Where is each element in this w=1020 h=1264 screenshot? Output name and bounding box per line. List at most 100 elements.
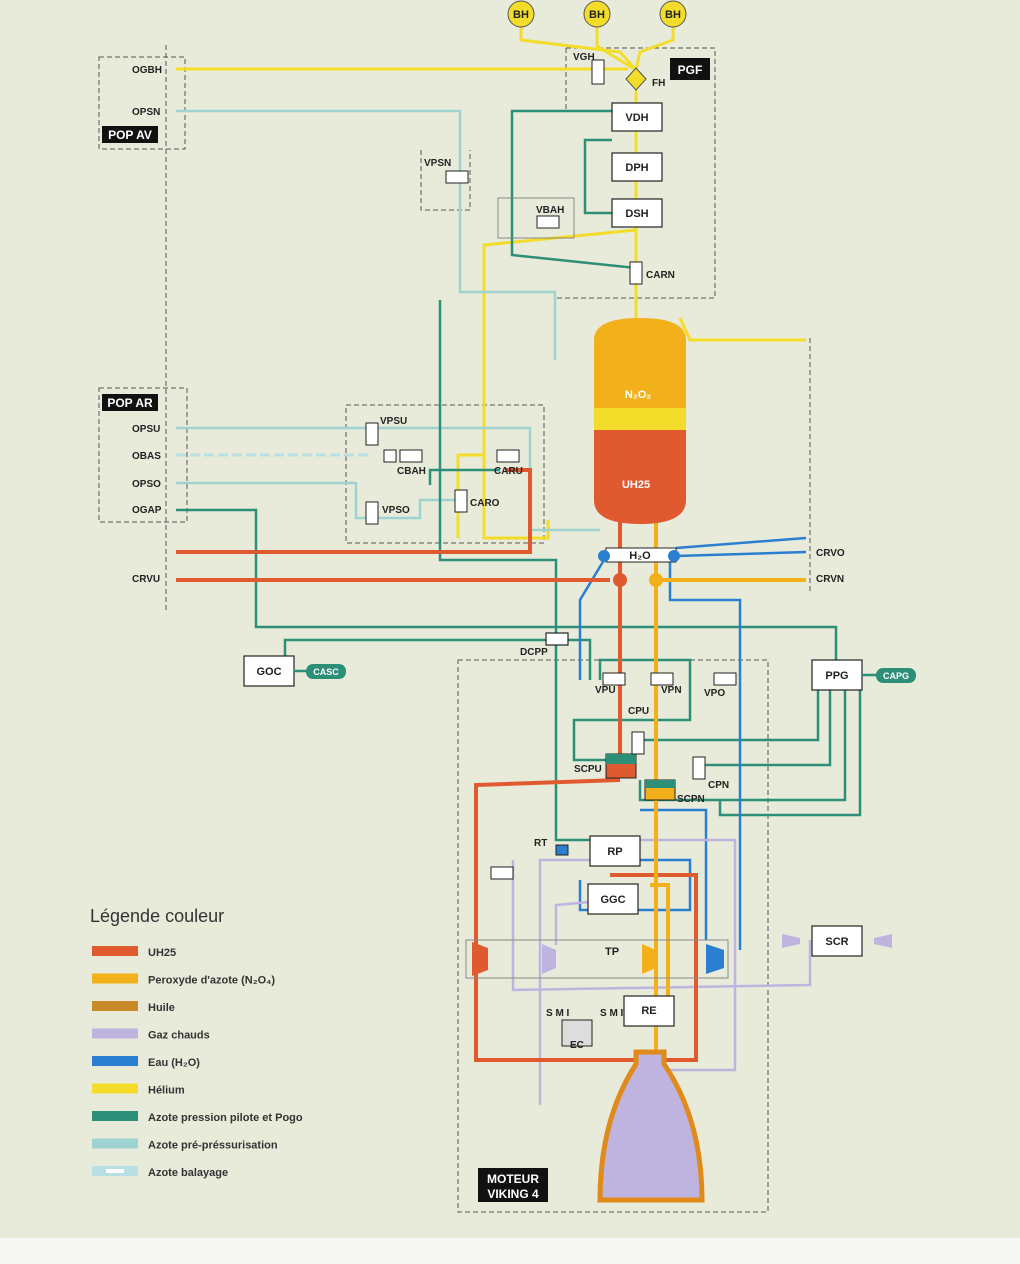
water-line-vpu (578, 559, 606, 680)
bottom-strip (0, 1238, 1020, 1264)
vdh-label: VDH (625, 112, 648, 124)
pgf-label: PGF (678, 63, 703, 77)
pilot-line-caru (428, 468, 500, 485)
propellant-tank: N₂O₂ UH25 (594, 318, 686, 524)
pilot-line-dsh (583, 138, 612, 215)
helium-line-bh1 (519, 26, 638, 71)
bh-sphere-1: BH (507, 0, 535, 28)
helium-line-vbah (482, 228, 637, 540)
cbah-check-valve-icon (399, 449, 423, 463)
pop-ar-enclosure (98, 387, 188, 523)
scr-right-nozzle-icon (874, 934, 892, 948)
scpn-label: SCPN (677, 794, 705, 805)
legend-item-label: Eau (H₂O) (148, 1057, 200, 1069)
legend-swatch (92, 1001, 138, 1011)
ogbh-label: OGBH (132, 65, 162, 76)
vpsn-valve-icon (445, 170, 469, 184)
scpu-label: SCPU (574, 764, 602, 775)
h2o-tap-left-icon (598, 550, 610, 562)
ggc-label: GGC (600, 894, 625, 906)
vpu-label: VPU (595, 685, 616, 696)
smi-left-label: S M I (546, 1008, 570, 1019)
dcpp-box (545, 632, 569, 646)
uh25-line-tp (474, 778, 640, 1062)
cbah-filter-icon (383, 449, 397, 463)
scr-box (811, 925, 863, 957)
crvu-label: CRVU (132, 574, 160, 585)
crvn-label: CRVN (816, 574, 844, 585)
legend-item-label: Azote pression pilote et Pogo (148, 1112, 303, 1124)
hotgas-line-re (640, 838, 737, 1072)
caru-check-valve-icon (496, 449, 520, 463)
vpn-valve-icon (650, 672, 674, 686)
vpo-label: VPO (704, 688, 725, 699)
helium-line-vent (678, 317, 806, 342)
vpsn-enclosure (420, 150, 471, 211)
pilot-line-carn (510, 109, 637, 270)
water-line-crvo2 (675, 550, 807, 558)
cpn-valve-icon (692, 756, 706, 780)
opsu-label: OPSU (132, 424, 160, 435)
cpn-label: CPN (708, 780, 729, 791)
caro-check-valve-icon (454, 489, 468, 513)
n2o4-line-re (650, 883, 670, 1010)
vpsu-label: VPSU (380, 416, 407, 427)
legend-item-label: Huile (148, 1002, 175, 1014)
ppg-label: PPG (825, 670, 848, 682)
re-label: RE (641, 1005, 656, 1017)
legend-swatch (92, 1083, 138, 1094)
legend-item-label: Peroxyde d'azote (N₂O₄) (148, 975, 275, 987)
vdh-box (611, 102, 663, 132)
rt-sensor-icon (555, 844, 569, 856)
obas-label: OBAS (132, 451, 161, 462)
goc-label: GOC (256, 666, 281, 678)
n2o2-label: N₂O₂ (625, 389, 651, 401)
water-line-tp (640, 808, 708, 940)
opso-label: OPSO (132, 479, 161, 490)
pgf-badge (670, 58, 710, 80)
vbah-valve-icon (536, 215, 560, 229)
dph-box (611, 152, 663, 182)
dsh-box (611, 198, 663, 228)
tank-uh25-section (594, 430, 686, 524)
smi-right-label: S M I (600, 1008, 624, 1019)
tp-turbine-icon (542, 944, 556, 974)
ggc-box (587, 883, 639, 915)
helium-line-bh3 (634, 26, 675, 71)
fh-filter-icon (625, 67, 647, 91)
casc-label: CASC (313, 667, 339, 677)
tp-uh25-pump-icon (472, 942, 488, 976)
viking-4-label: VIKING 4 (487, 1187, 539, 1201)
vpo-valve-icon (713, 672, 737, 686)
dcpp-label: DCPP (520, 647, 548, 658)
legend-swatch (92, 1028, 138, 1039)
pilot-line-rp (438, 300, 590, 842)
bh-label-3: BH (665, 9, 681, 21)
carn-label: CARN (646, 270, 675, 281)
pop-av-badge (102, 126, 158, 143)
tp-label: TP (605, 946, 619, 958)
engine-nozzle-icon (597, 1049, 705, 1203)
pilot-line-dcpp (568, 638, 592, 680)
cpu-label: CPU (628, 706, 649, 717)
tank-helium-band (594, 408, 686, 432)
vpsn-label: VPSN (424, 158, 451, 169)
rt-label: RT (534, 838, 547, 849)
pilot-line-vpn (598, 658, 692, 680)
legend-item-label: Gaz chauds (148, 1030, 210, 1042)
h2o-label: H₂O (629, 550, 651, 562)
prepress-line-opsn (176, 109, 557, 360)
legend-item-label: Azote balayage (148, 1167, 228, 1179)
ec-label: EC (570, 1040, 584, 1051)
pilot-line-goc (283, 638, 546, 660)
bh-label-2: BH (589, 9, 605, 21)
bh-label-1: BH (513, 9, 529, 21)
legend-swatch (92, 973, 138, 984)
rt-valve-icon (490, 866, 514, 880)
opsn-label: OPSN (132, 107, 160, 118)
pilot-line-ppg1 (640, 690, 820, 742)
legend-item-label: Azote pré-préssurisation (148, 1140, 278, 1152)
tp-water-pump-icon (706, 944, 724, 974)
legend-swatch (92, 1138, 138, 1149)
